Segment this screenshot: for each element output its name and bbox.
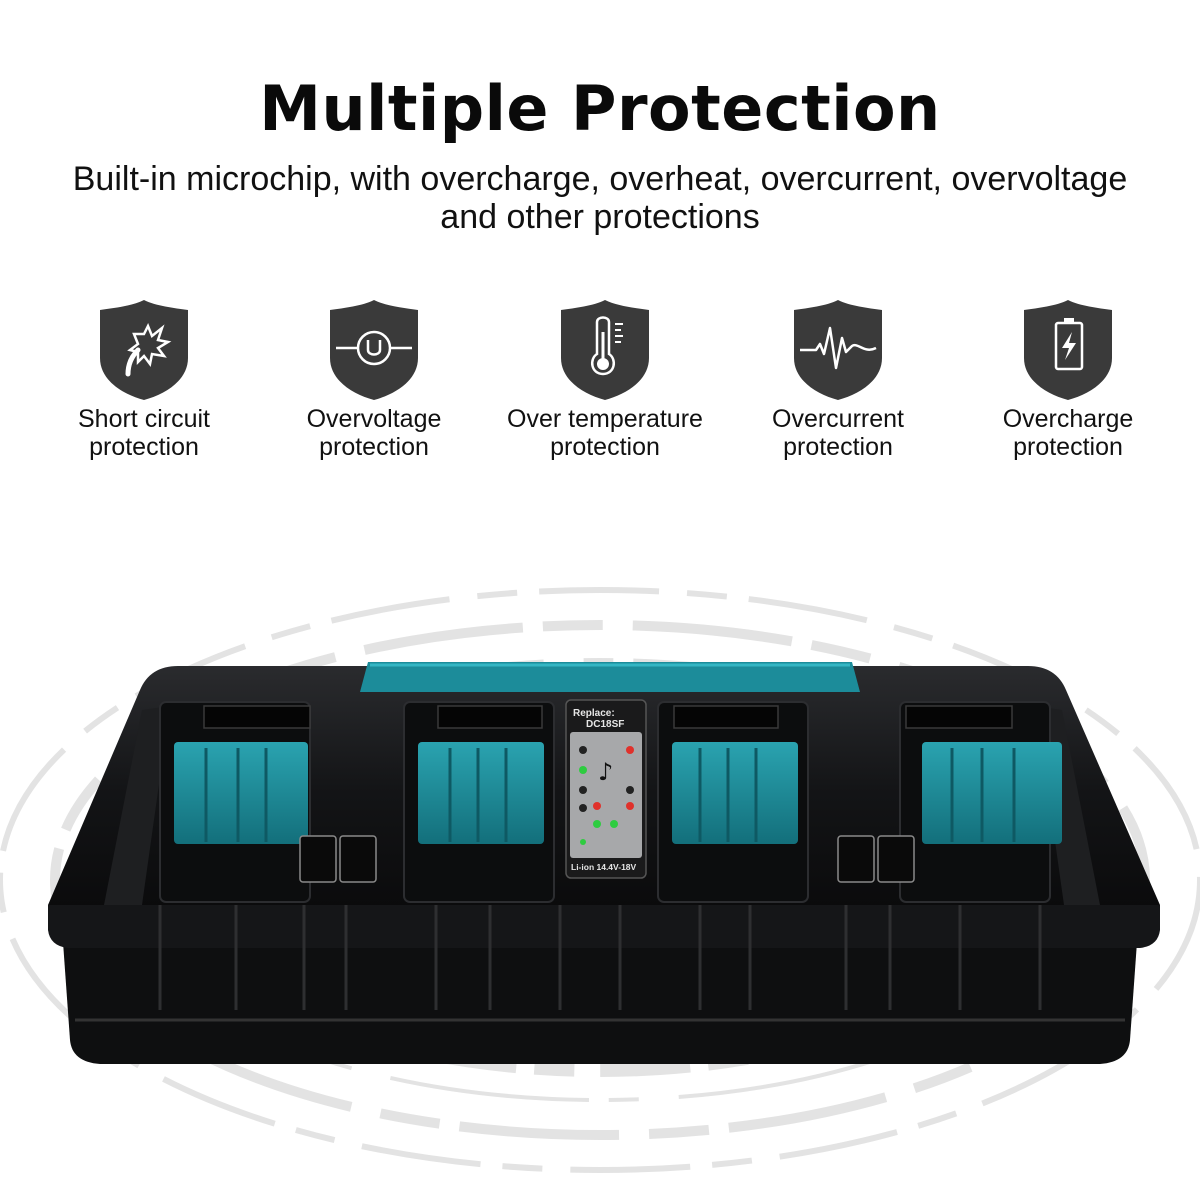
battery-bolt-icon xyxy=(1024,300,1112,400)
feature-overcharge: Overcharge protection xyxy=(948,298,1188,461)
lightning-burst-icon xyxy=(100,300,188,400)
voltage-u-icon xyxy=(330,300,418,400)
thermometer-icon xyxy=(561,300,649,400)
svg-text:♪: ♪ xyxy=(598,758,613,786)
feature-label: Over temperature protection xyxy=(507,405,703,461)
pulse-wave-icon xyxy=(794,300,882,400)
feature-over-temperature: Over temperature protection xyxy=(485,298,725,461)
feature-label: Overcharge protection xyxy=(1002,405,1134,461)
panel-footer: Li-ion 14.4V-18V xyxy=(571,862,637,872)
feature-label: Overvoltage protection xyxy=(306,405,442,461)
panel-title-2: DC18SF xyxy=(586,719,624,730)
feature-overvoltage: Overvoltage protection xyxy=(254,298,494,461)
subheadline: Built-in microchip, with overcharge, ove… xyxy=(72,160,1128,236)
feature-overcurrent: Overcurrent protection xyxy=(718,298,958,461)
feature-label: Short circuit protection xyxy=(78,405,210,461)
headline: Multiple Protection xyxy=(259,72,941,145)
panel-title-1: Replace: xyxy=(573,708,615,719)
quad-port-charger: Replace: DC18SF ♪ Li-ion 14.4V-18V xyxy=(48,662,1160,1064)
feature-short-circuit: Short circuit protection xyxy=(24,298,264,461)
feature-label: Overcurrent protection xyxy=(772,405,904,461)
